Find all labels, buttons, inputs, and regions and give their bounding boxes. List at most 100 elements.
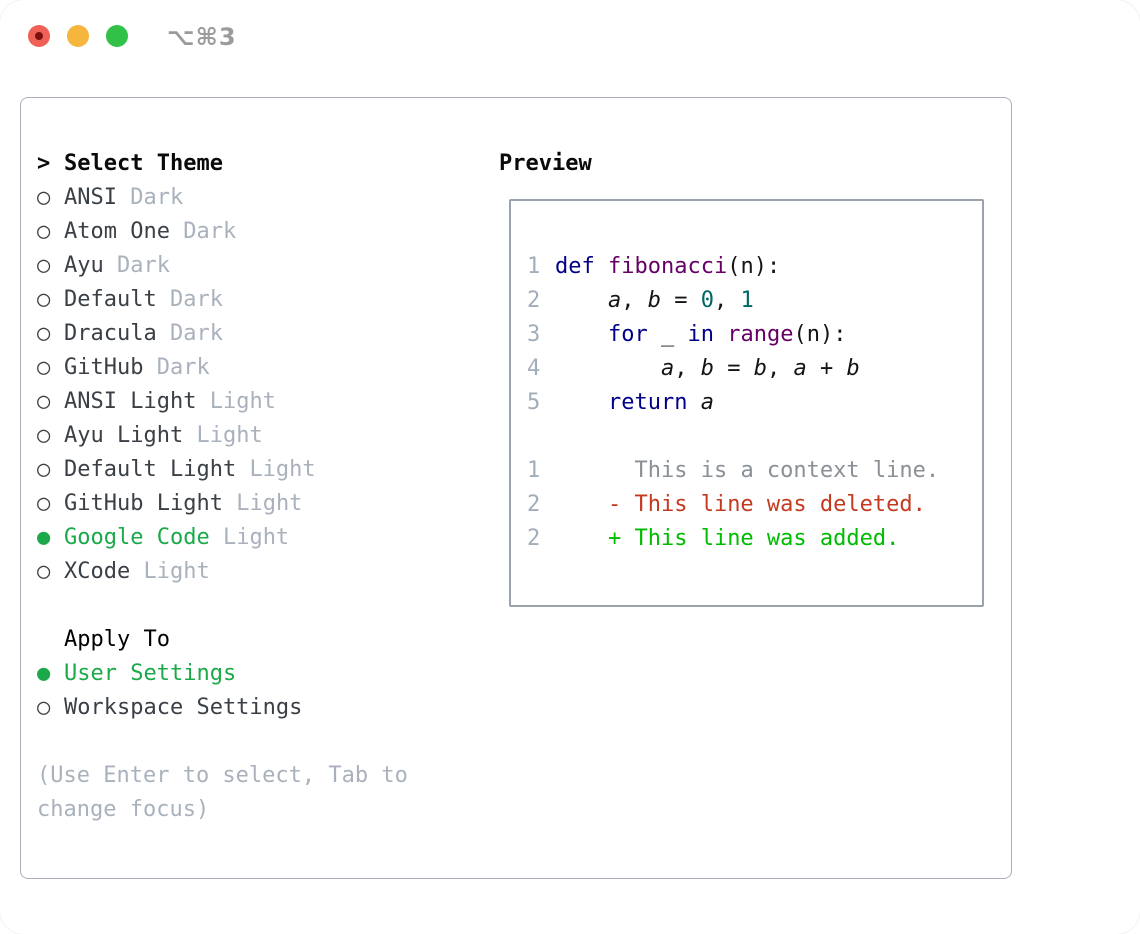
code-line: 2 - This line was deleted. — [527, 488, 982, 522]
theme-name: ANSI Light — [64, 389, 197, 414]
section-gap — [37, 589, 482, 623]
code-token: a — [607, 288, 622, 313]
radio-icon: ○ — [37, 253, 51, 278]
line-number: 2 — [527, 526, 541, 551]
code-line: 2 + This line was added. — [527, 522, 982, 556]
theme-option[interactable]: ○Ayu Light Light — [37, 419, 482, 453]
apply-option[interactable]: ● User Settings — [37, 657, 482, 691]
theme-option[interactable]: ○GitHub Dark — [37, 351, 482, 385]
theme-name: Default Light — [64, 457, 237, 482]
line-number: 1 — [527, 254, 541, 279]
code-token — [595, 254, 608, 279]
theme-option[interactable]: ○Default Dark — [37, 283, 482, 317]
select-theme-label: Select Theme — [64, 151, 223, 176]
theme-option[interactable]: ○XCode Light — [37, 555, 482, 589]
code-token — [555, 322, 608, 347]
theme-option[interactable]: ○Default Light Light — [37, 453, 482, 487]
theme-name: Atom One — [64, 219, 170, 244]
code-token — [555, 458, 634, 483]
radio-icon: ○ — [37, 695, 51, 720]
theme-variant-tag: Dark — [156, 355, 210, 380]
apply-to-label: Apply To — [64, 627, 170, 652]
line-number: 5 — [527, 390, 541, 415]
line-number: 3 — [527, 322, 541, 347]
code-token: 0 — [700, 288, 714, 313]
apply-option[interactable]: ○ Workspace Settings — [37, 691, 482, 725]
code-token: range — [727, 322, 794, 347]
minimize-button[interactable] — [67, 25, 89, 47]
window-title: ⌥⌘3 — [167, 23, 237, 51]
code-token: b — [753, 356, 767, 381]
theme-option[interactable]: ○Ayu Dark — [37, 249, 482, 283]
apply-to-header: Apply To — [37, 623, 482, 657]
radio-icon: ○ — [37, 185, 51, 210]
close-dot-icon — [35, 32, 43, 40]
code-token — [555, 492, 608, 517]
theme-variant-tag: Dark — [169, 287, 223, 312]
theme-option[interactable]: ● Google Code Light — [37, 521, 482, 555]
radio-icon: ○ — [37, 491, 51, 516]
code-token: _ — [647, 322, 688, 347]
radio-icon: ○ — [37, 355, 51, 380]
theme-selector: >Select Theme ○ANSI Dark○Atom One Dark○A… — [37, 147, 482, 827]
theme-option[interactable]: ○ANSI Dark — [37, 181, 482, 215]
code-line: 3 for _ in range(n): — [527, 318, 982, 352]
code-blank-line — [527, 420, 982, 454]
theme-option[interactable]: ○ANSI Light Light — [37, 385, 482, 419]
code-token: a — [660, 356, 675, 381]
code-token: in — [687, 322, 714, 347]
code-token: + — [806, 356, 847, 381]
apply-to-list: ● User Settings ○ Workspace Settings — [37, 657, 482, 725]
radio-icon: ○ — [37, 423, 51, 448]
line-number: 4 — [527, 356, 541, 381]
theme-option[interactable]: ○ GitHub Light Light — [37, 487, 482, 521]
radio-icon: ○ — [37, 389, 51, 414]
zoom-button[interactable] — [106, 25, 128, 47]
code-token: , — [713, 288, 741, 313]
selected-radio-icon: ● — [37, 661, 51, 686]
radio-icon: ○ — [37, 559, 51, 584]
theme-variant-tag: Dark — [183, 219, 237, 244]
code-token: b — [846, 356, 860, 381]
theme-option[interactable]: ○ Atom One Dark — [37, 215, 482, 249]
theme-variant-tag: Dark — [130, 185, 184, 210]
code-token: , — [766, 356, 794, 381]
code-token: a — [700, 390, 714, 415]
prompt-caret-icon: > — [37, 151, 51, 176]
code-token: This is a context line. — [634, 458, 940, 483]
code-line: 1 This is a context line. — [527, 454, 982, 488]
code-token: b — [647, 288, 661, 313]
theme-variant-tag: Light — [196, 423, 263, 448]
radio-icon: ○ — [37, 219, 51, 244]
code-token: - This line was deleted. — [607, 492, 926, 517]
code-line: 4 a, b = b, a + b — [527, 352, 982, 386]
apply-option-label: User Settings — [64, 661, 237, 686]
code-token: a — [793, 356, 807, 381]
code-line: 2 a, b = 0, 1 — [527, 284, 982, 318]
code-token: fibonacci — [608, 254, 728, 279]
theme-option[interactable]: ○Dracula Dark — [37, 317, 482, 351]
close-button[interactable] — [28, 25, 50, 47]
line-number: 1 — [527, 458, 541, 483]
code-token: = — [713, 356, 754, 381]
line-number: 2 — [527, 288, 541, 313]
code-token — [555, 288, 608, 313]
code-token: (n): — [793, 322, 847, 347]
section-gap — [37, 725, 482, 759]
theme-variant-tag: Light — [236, 491, 303, 516]
code-token — [555, 390, 608, 415]
theme-name: GitHub Light — [64, 491, 223, 516]
code-token: return — [607, 390, 688, 415]
code-token: = — [660, 288, 701, 313]
theme-name: Google Code — [64, 525, 210, 550]
code-token: , — [674, 356, 701, 381]
code-token: , — [621, 288, 648, 313]
theme-variant-tag: Light — [222, 525, 290, 550]
code-token: for — [607, 322, 648, 347]
code-token: + This line was added. — [607, 526, 900, 551]
selected-radio-icon: ● — [37, 525, 51, 550]
theme-variant-tag: Dark — [117, 253, 170, 278]
apply-option-label: Workspace Settings — [64, 695, 303, 720]
